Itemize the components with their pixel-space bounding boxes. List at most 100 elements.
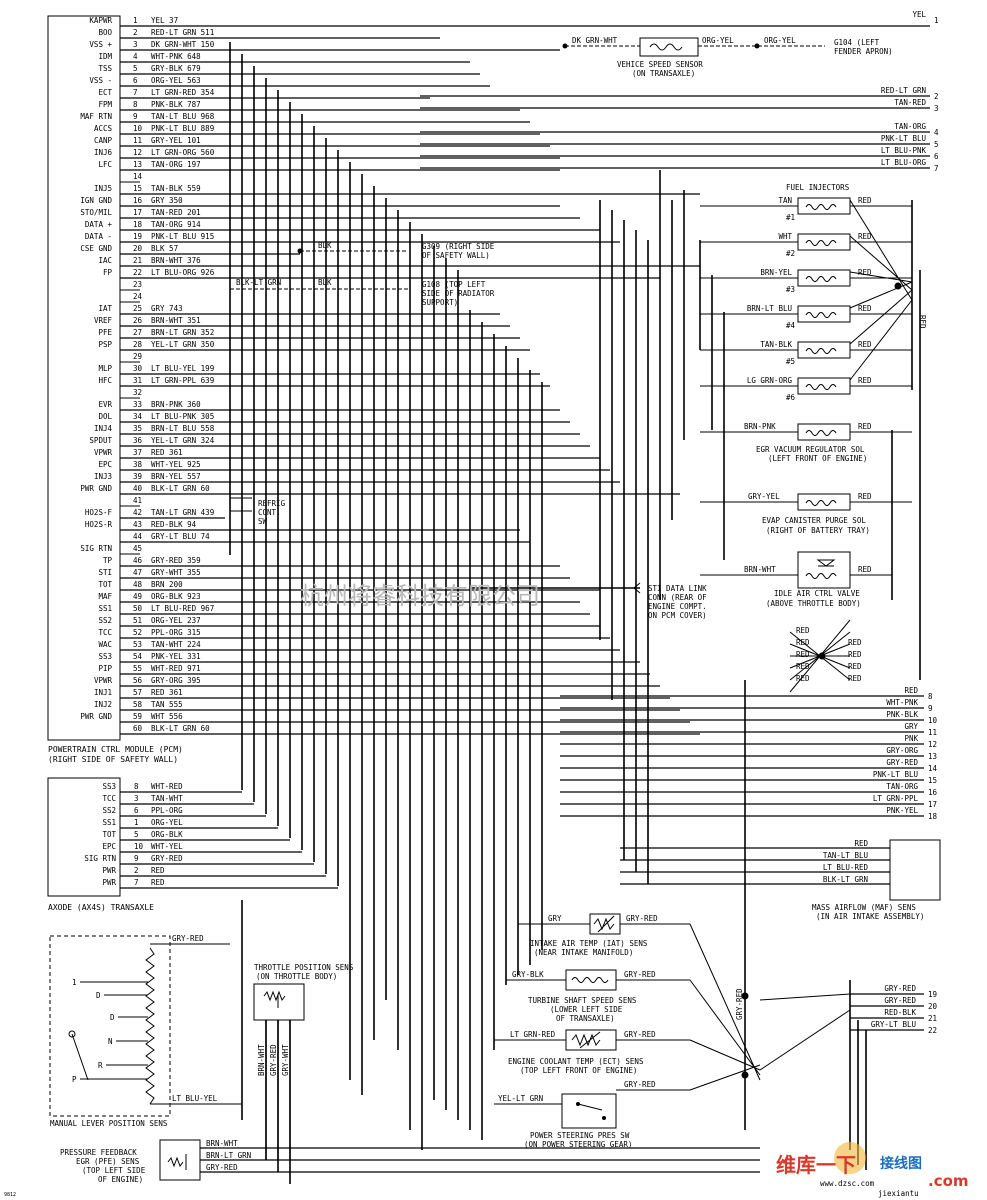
ground-g309: BLK G309 (RIGHT SIDE OF SAFETY WALL): [297, 241, 495, 260]
pcm-pin-number: 53: [133, 640, 142, 649]
pcm-signal-label: TOT: [98, 580, 112, 589]
pfe-label-4: OF ENGINE): [98, 1175, 143, 1184]
corner-brand: 维库一下 www.dzsc.com 接线图 .com jiexiantu: [776, 1142, 969, 1198]
injector-wire-color: TAN-BLK: [760, 340, 792, 349]
injector-body: [797, 305, 851, 323]
tss-label-2: (LOWER LEFT SIDE: [550, 1005, 623, 1014]
intake-air-temp-sensor: GRY GRY-RED INTAKE AIR TEMP (IAT) SENS (…: [518, 913, 690, 957]
pcm-signal-label: BOO: [98, 28, 112, 37]
pcm-signal-label: INJ6: [94, 148, 113, 157]
axode-pin-number: 6: [134, 806, 139, 815]
pcm-wire-color: TAN-WHT 224: [151, 640, 201, 649]
turbine-shaft-speed-sensor: GRY-BLK GRY-RED TURBINE SHAFT SPEED SENS…: [506, 969, 690, 1023]
tss-label-1: TURBINE SHAFT SPEED SENS: [528, 996, 637, 1005]
pcm-pin-number: 17: [133, 208, 142, 217]
pcm-pin-number: 44: [133, 532, 143, 541]
right-conn-a-wire-color: LT BLU-ORG: [881, 158, 927, 167]
g309-label-1: G309 (RIGHT SIDE: [422, 242, 495, 251]
pcm-pin-number: 27: [133, 328, 142, 337]
pcm-signal-label: VPWR: [94, 448, 113, 457]
g108-wire-a: BLK-LT GRN: [236, 278, 281, 287]
iac-label-2: (ABOVE THROTTLE BODY): [766, 599, 861, 608]
pcm-pin-number: 60: [133, 724, 143, 733]
injector-red-label: RED: [858, 232, 872, 241]
pcm-wire-color: GRY-RED 359: [151, 556, 201, 565]
sti-data-link: STI DATA LINK CONN (REAR OF ENGINE COMPT…: [470, 582, 707, 620]
axode-wire-color: WHT-YEL: [151, 842, 183, 851]
splice-red-label: RED: [796, 626, 810, 635]
pcm-pin-number: 25: [133, 304, 142, 313]
corner-brand-cn2: 接线图: [880, 1155, 922, 1172]
pcm-wire-color: BRN 200: [151, 580, 183, 589]
pcm-signal-label: DOL: [98, 412, 112, 421]
pcm-pin-number: 41: [133, 496, 142, 505]
pcm-label-1: POWERTRAIN CTRL MODULE (PCM): [48, 745, 183, 754]
pcm-pin-number: 3: [133, 40, 138, 49]
pcm-pin-number: 18: [133, 220, 143, 229]
pcm-signal-label: VSS +: [89, 40, 112, 49]
pcm-pin-number: 2: [133, 28, 138, 37]
axode-signal-label: TOT: [102, 830, 116, 839]
injector-bus-label: RED: [918, 315, 927, 329]
pcm-pin-number: 43: [133, 520, 142, 529]
pcm-wire-color: BLK-LT GRN 60: [151, 724, 210, 733]
pcm-signal-label: PWR GND: [80, 712, 112, 721]
pcm-pin-number: 15: [133, 184, 142, 193]
pcm-wire-color: BRN-WHT 376: [151, 256, 201, 265]
iac-wire: BRN-WHT: [744, 565, 776, 574]
pcm-signal-label: LFC: [98, 160, 112, 169]
pcm-wire-color: DK GRN-WHT 150: [151, 40, 215, 49]
pcm-pin-number: 20: [133, 244, 143, 253]
axode-pin-number: 7: [134, 878, 139, 887]
mlp-position: D: [96, 991, 101, 1000]
pcm-pin-number: 8: [133, 100, 138, 109]
refrig-label-3: SW: [258, 517, 268, 526]
pcm-wire-color: GRY-ORG 395: [151, 676, 201, 685]
pcm-pin-number: 16: [133, 196, 143, 205]
axode-signal-label: SS2: [102, 806, 116, 815]
sti-label-3: ENGINE COMPT.: [648, 602, 707, 611]
pcm-signal-label: DATA +: [85, 220, 113, 229]
axode-wire-color: GRY-RED: [151, 854, 183, 863]
pcm-pin-number: 45: [133, 544, 142, 553]
pcm-pin-number: 5: [133, 64, 138, 73]
pcm-wire-color: LT GRN-RED 354: [151, 88, 215, 97]
pcm-signal-label: INJ5: [94, 184, 112, 193]
right-conn-b-pin: 12: [928, 740, 937, 749]
pcm-wire-color: WHT-YEL 925: [151, 460, 201, 469]
pcm-pin-number: 42: [133, 508, 142, 517]
maf-wire-color: TAN-LT BLU: [823, 851, 868, 860]
evap-solenoid: GRY-YEL RED EVAP CANISTER PURGE SOL (RIG…: [700, 492, 912, 535]
ect-label-2: (TOP LEFT FRONT OF ENGINE): [520, 1066, 637, 1075]
pcm-wire-color: BRN-YEL 557: [151, 472, 201, 481]
pcm-signal-label: MAF RTN: [80, 112, 112, 121]
axode-wire-color: PPL-ORG: [151, 806, 183, 815]
diagram-tag: 9812: [4, 1192, 16, 1198]
pfe-label-3: (TOP LEFT SIDE: [82, 1166, 146, 1175]
axode-wire-color: TAN-WHT: [151, 794, 183, 803]
pcm-wire-color: LT GRN-PPL 639: [151, 376, 214, 385]
mlp-position: N: [108, 1037, 113, 1046]
g108-label-3: SUPPORT): [422, 298, 458, 307]
iat-label-1: INTAKE AIR TEMP (IAT) SENS: [530, 939, 648, 948]
pfe-wire-color: BRN-WHT: [206, 1139, 238, 1148]
injector-number: #1: [786, 213, 795, 222]
egr-label-1: EGR VACUUM REGULATOR SOL: [756, 445, 865, 454]
right-conn-b-pin: 17: [928, 800, 937, 809]
pcm-signal-label: INJ2: [94, 700, 112, 709]
tss-label-3: OF TRANSAXLE): [556, 1014, 615, 1023]
psp-wire-right: GRY-RED: [624, 1080, 656, 1089]
pcm-signal-label: FP: [103, 268, 113, 277]
pcm-pin-number: 49: [133, 592, 142, 601]
pcm-wire-color: RED-LT GRN 511: [151, 28, 214, 37]
right-conn-a-wire-color: TAN-RED: [894, 98, 926, 107]
pcm-signal-label: STI: [98, 568, 112, 577]
mlp-position: 1: [72, 978, 77, 987]
pcm-wire-color: BRN-LT BLU 558: [151, 424, 215, 433]
pcm-pin-number: 54: [133, 652, 143, 661]
right-conn-b-pin: 9: [928, 704, 933, 713]
axode-label: AXODE (AX4S) TRANSAXLE: [48, 903, 154, 912]
